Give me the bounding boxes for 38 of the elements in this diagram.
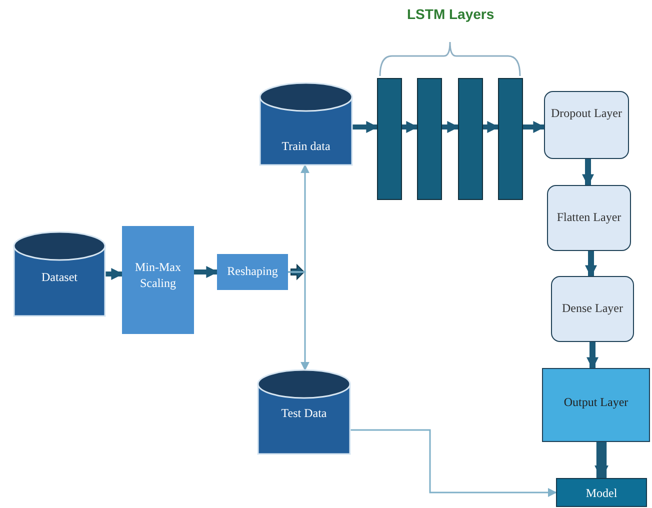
process-box (217, 254, 288, 290)
node-label: Flatten Layer (556, 210, 622, 226)
block-arrow (194, 266, 218, 278)
database-cylinder (260, 83, 352, 165)
block-arrow (586, 342, 598, 370)
database-cylinder (14, 232, 105, 316)
node-label: Min-Max Scaling (134, 260, 182, 292)
node-label: Model (584, 486, 618, 502)
lstm-layer-bar (458, 78, 483, 200)
block-arrow (594, 442, 608, 480)
database-cylinder (258, 370, 350, 454)
node-label: Output Layer (562, 395, 630, 411)
layer-box (551, 276, 634, 342)
lstm-layer-bar (417, 78, 442, 200)
node-label: Dense Layer (561, 301, 624, 317)
model-box (556, 478, 647, 507)
block-arrow (523, 121, 546, 133)
arrow (350, 429, 557, 497)
block-arrow (585, 251, 597, 278)
lstm-layer-bar (377, 78, 402, 200)
block-arrow (352, 121, 378, 133)
process-box (122, 226, 194, 334)
block-arrow (105, 268, 124, 280)
layer-box (544, 91, 629, 159)
node-label: Train data (280, 139, 332, 155)
group-heading: LSTM Layers (407, 6, 494, 22)
node-label: Test Data (280, 406, 328, 422)
block-arrow (442, 121, 460, 133)
block-arrow (402, 121, 418, 133)
lstm-layer-bar (498, 78, 523, 200)
block-arrow (483, 121, 500, 133)
layer-box (547, 185, 631, 251)
output-layer-box (542, 368, 650, 442)
arrow (288, 271, 310, 371)
node-label: Reshaping (226, 264, 279, 280)
node-label: Dropout Layer (550, 106, 623, 122)
node-label: Dataset (40, 270, 78, 286)
block-arrow (582, 159, 594, 186)
